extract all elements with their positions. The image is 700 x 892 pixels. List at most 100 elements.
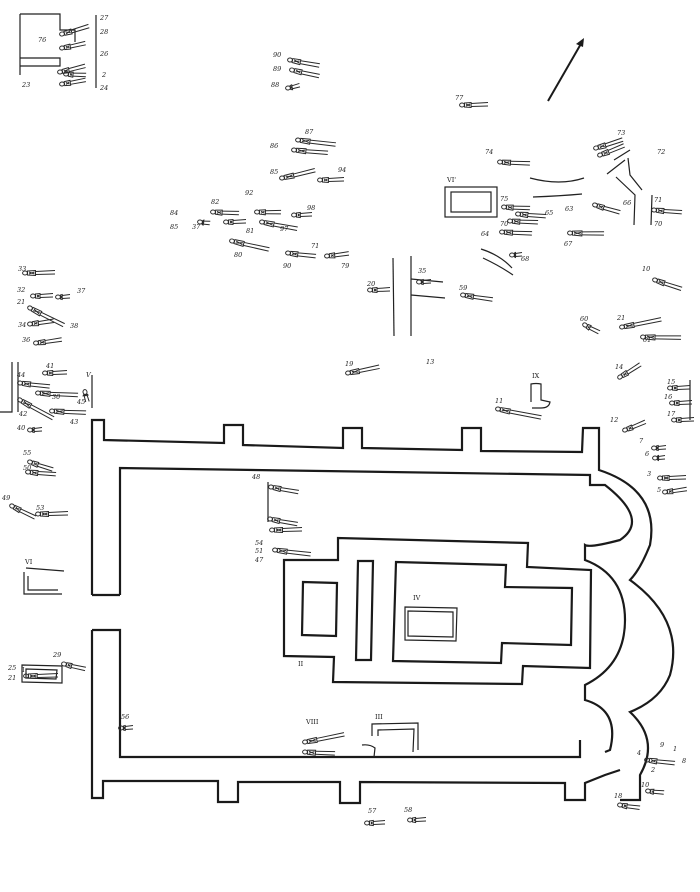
burial-label: 25	[7, 664, 16, 672]
legs-mark	[83, 395, 90, 403]
burial-label: 84	[170, 209, 178, 217]
torso-mark	[289, 84, 294, 91]
burial-skeleton-icon	[459, 101, 489, 109]
torso-mark	[503, 229, 514, 236]
torso-mark	[29, 469, 39, 477]
skull-mark	[210, 209, 216, 215]
torso-mark	[40, 510, 49, 518]
burial-label: 92	[245, 189, 253, 197]
legs-mark	[626, 362, 642, 375]
burial-skeleton-icon	[501, 204, 531, 211]
burial-label: 10	[641, 781, 649, 789]
north-inner-wall	[118, 466, 634, 595]
burial-label: 38	[70, 322, 78, 330]
burial-label: 42	[18, 410, 27, 418]
burial-skeleton-icon	[345, 364, 380, 376]
burial-skeleton-icon	[30, 292, 54, 300]
burial-label: 47	[254, 556, 264, 564]
legs-mark	[581, 231, 605, 236]
skull-mark	[63, 71, 69, 77]
burial-skeleton-icon	[667, 384, 691, 392]
burial-label: 63	[565, 205, 573, 213]
legs-mark	[39, 293, 54, 298]
burial-label: 87	[305, 128, 314, 136]
structure-label: IX	[532, 372, 540, 380]
burial-label: 56	[121, 713, 129, 721]
legs-mark	[328, 177, 345, 182]
legs-mark	[48, 511, 69, 516]
legs-mark	[423, 279, 432, 284]
burial-label: 21	[616, 314, 625, 322]
burial-label: 79	[341, 262, 349, 270]
torso-mark	[47, 369, 54, 377]
legs-mark	[282, 527, 303, 532]
torso-mark	[626, 424, 634, 432]
torso-mark	[271, 517, 281, 525]
torso-mark	[514, 251, 517, 259]
skull-mark	[407, 817, 413, 823]
torso-mark	[27, 269, 36, 277]
burial-label: 59	[459, 284, 467, 292]
burial-label: 4	[636, 749, 641, 757]
burial-skeleton-icon	[592, 202, 621, 215]
burial-label: 72	[657, 148, 665, 156]
skull-mark	[509, 252, 515, 258]
torso-mark	[233, 239, 245, 247]
burial-label: 37	[192, 223, 201, 231]
burial-label: 23	[21, 81, 30, 89]
burial-label: 45	[76, 398, 85, 406]
torso-mark	[666, 488, 674, 495]
burial-skeleton-icon	[17, 380, 51, 389]
burial-label: 82	[211, 198, 219, 206]
torso-mark	[299, 137, 311, 145]
torso-mark	[644, 334, 656, 341]
burial-label: 49	[1, 494, 10, 502]
torso-mark	[585, 323, 592, 331]
legs-mark	[70, 77, 86, 85]
burial-skeleton-icon	[364, 819, 386, 827]
torso-mark	[30, 306, 43, 317]
burial-skeleton-icon	[644, 757, 676, 766]
burial-label: 18	[614, 792, 622, 800]
torso-mark	[464, 292, 475, 300]
burial-label: 44	[16, 371, 25, 379]
legs-mark	[37, 471, 57, 477]
legs-mark	[626, 804, 641, 810]
torso-mark	[274, 526, 283, 534]
structure-label: IV	[413, 594, 421, 602]
burial-skeleton-icon	[223, 218, 247, 226]
burial-skeleton-icon	[495, 406, 542, 420]
legs-mark	[30, 382, 51, 389]
burial-skeleton-icon	[259, 219, 298, 231]
torso-mark	[35, 292, 41, 300]
torso-mark	[296, 211, 301, 219]
burial-skeleton-icon	[23, 672, 59, 680]
burial-label: 33	[18, 265, 26, 273]
structure-VIp	[444, 186, 498, 218]
burial-label: 15	[667, 378, 675, 386]
legs-mark	[334, 251, 350, 258]
burial-label: 68	[521, 255, 529, 263]
burial-label: 10	[642, 265, 650, 273]
skull-mark	[667, 385, 673, 391]
burial-skeleton-icon	[285, 250, 317, 259]
legs-mark	[653, 789, 665, 795]
burial-skeleton-icon	[302, 732, 345, 745]
burial-label: 17	[667, 410, 676, 418]
torso-mark	[620, 369, 630, 379]
burial-skeleton-icon	[35, 390, 79, 398]
burial-skeleton-icon	[268, 484, 299, 495]
torso-mark	[82, 393, 89, 397]
legs-mark	[678, 400, 693, 405]
burial-skeleton-icon	[291, 147, 329, 156]
legs-mark	[358, 364, 380, 374]
torso-mark	[228, 218, 234, 226]
burial-skeleton-icon	[291, 211, 313, 219]
burial-label: 76	[38, 36, 46, 44]
burial-skeleton-icon	[35, 510, 69, 518]
legs-mark	[293, 168, 316, 178]
skull-mark	[42, 370, 48, 376]
sanctuary-structure-II	[282, 536, 593, 686]
legs-mark	[658, 455, 666, 460]
skull-mark	[651, 207, 657, 213]
